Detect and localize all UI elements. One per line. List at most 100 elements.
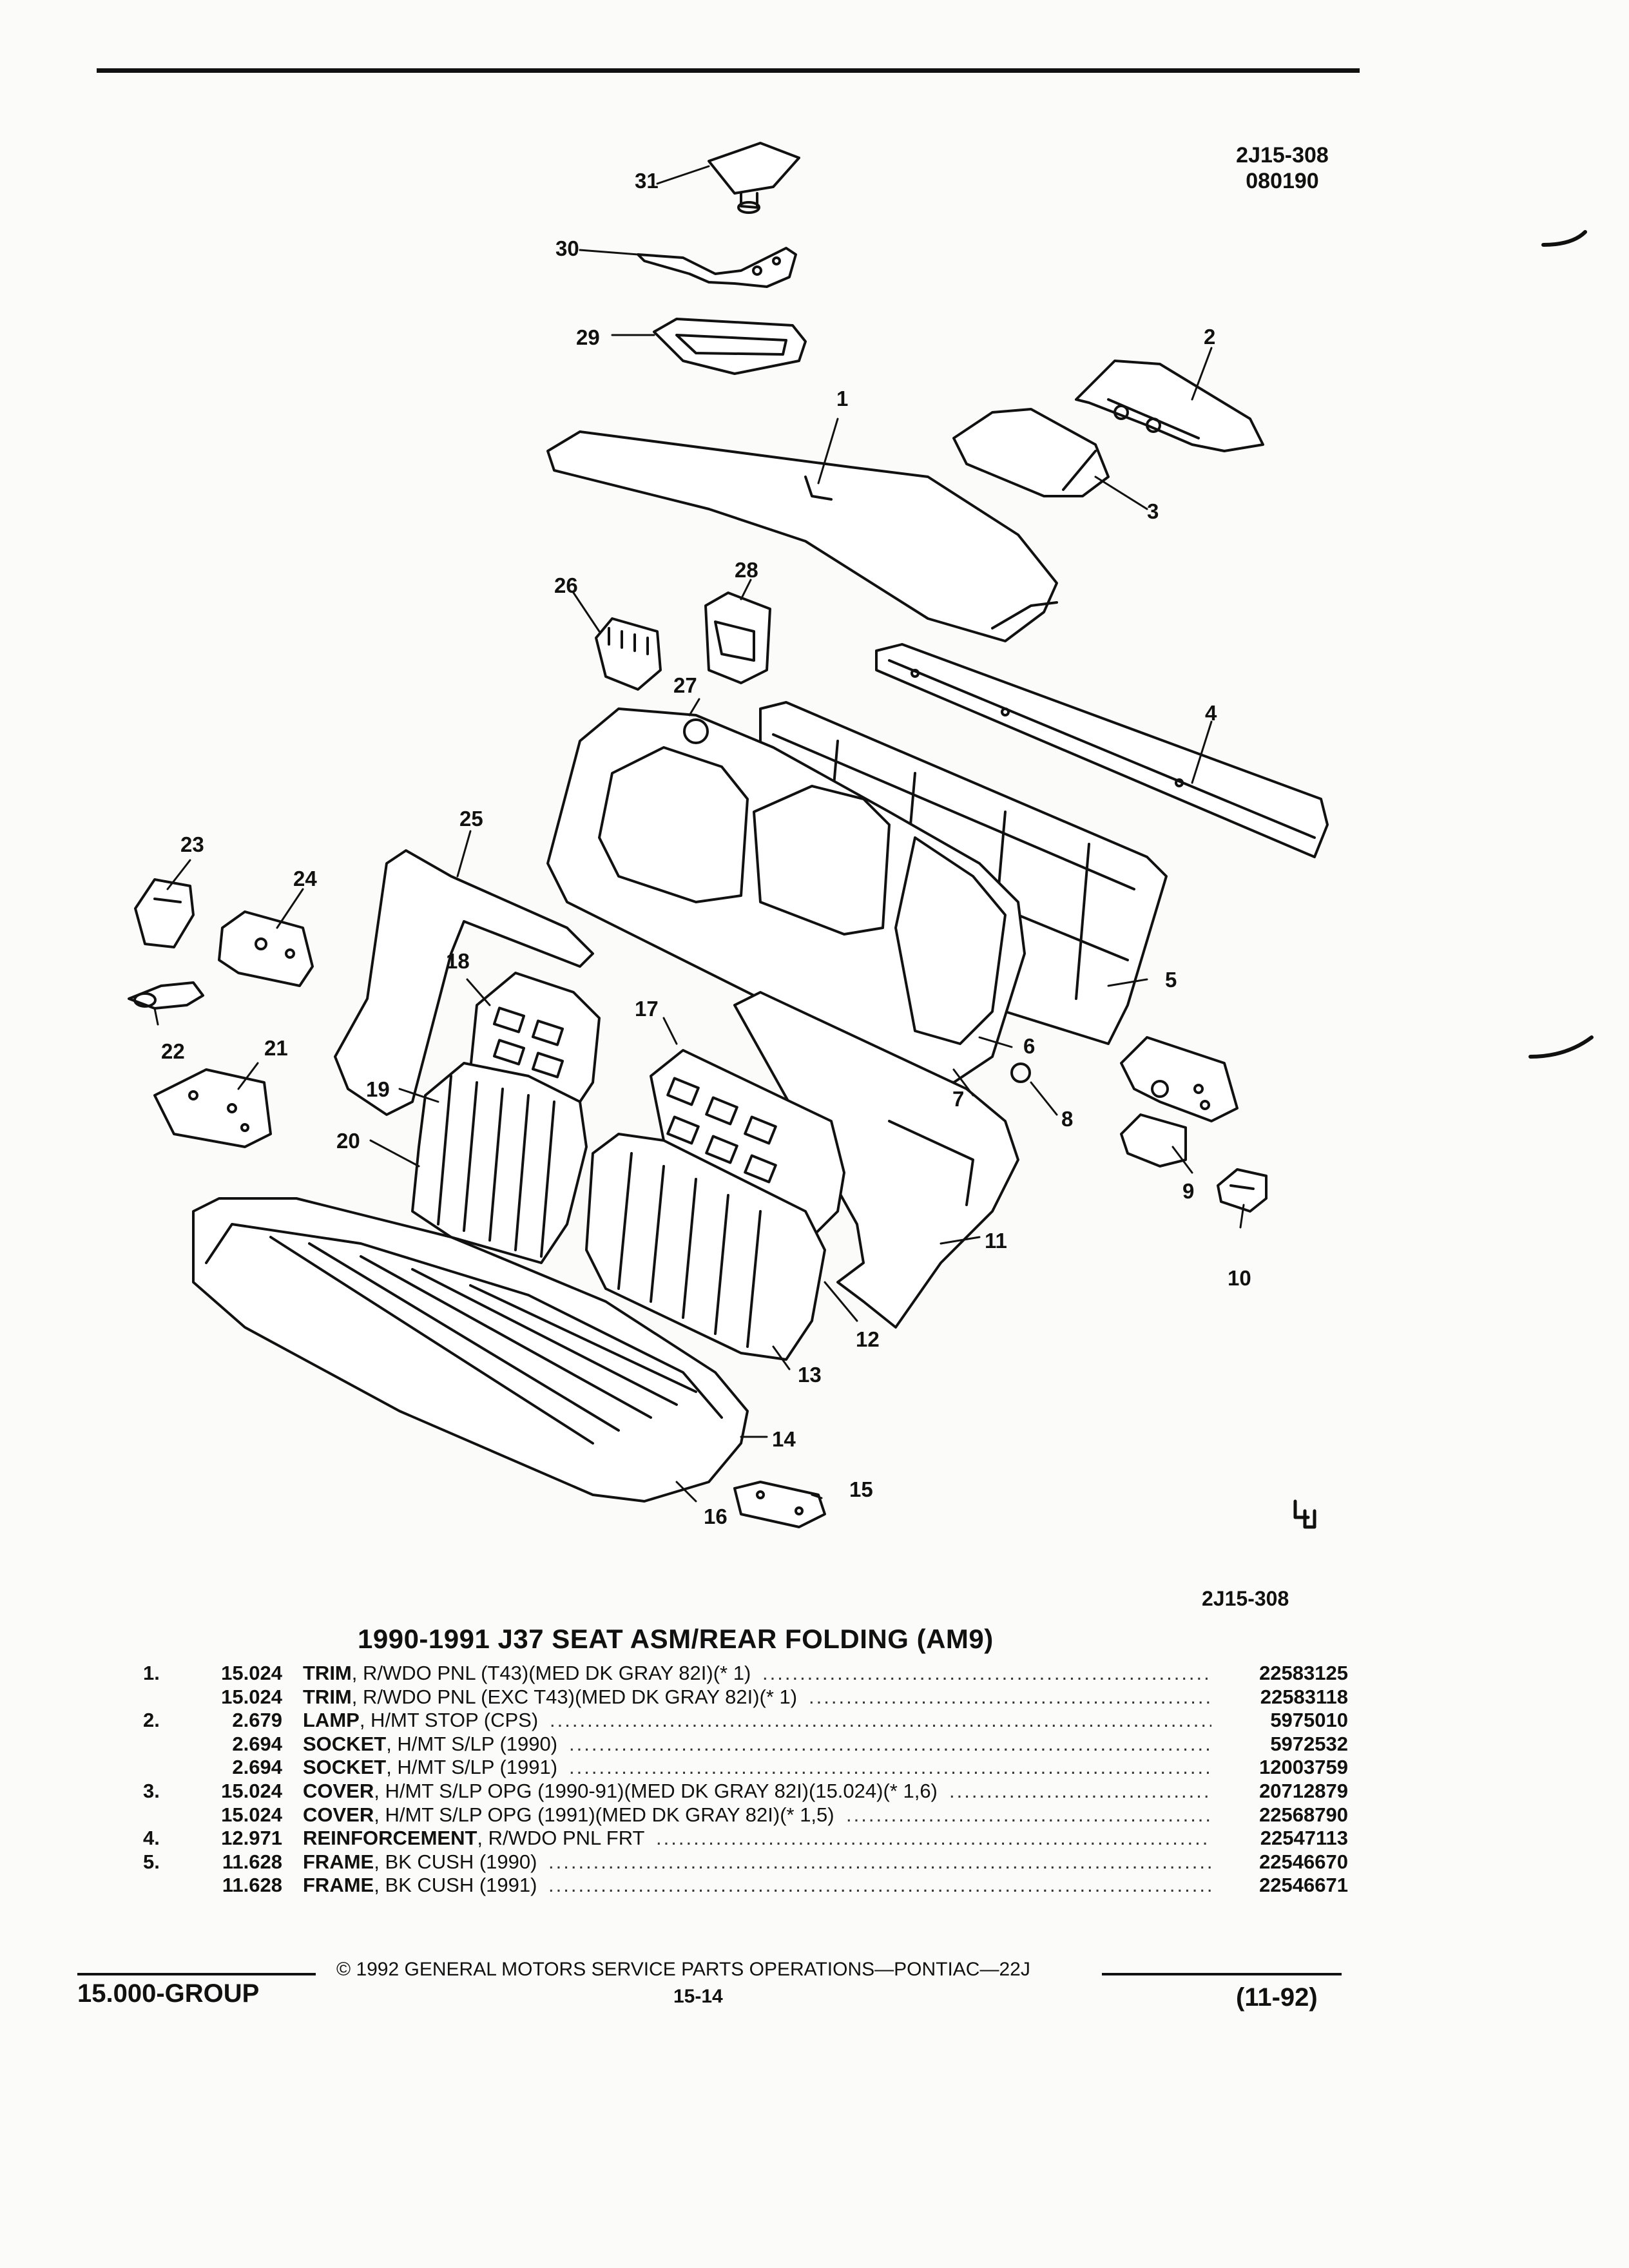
top-rule [97,68,1360,73]
callout-8: 8 [1061,1107,1074,1131]
callout-1: 1 [836,387,849,410]
group-number: 2.694 [232,1756,282,1779]
part-description: REINFORCEMENT, R/WDO PNL FRT [303,1826,644,1850]
item-number: 3. [143,1780,160,1802]
leader-dots: ........................................… [569,1756,1211,1779]
leader-dots: ........................................… [656,1827,1211,1850]
part-description: LAMP, H/MT STOP (CPS) [303,1708,538,1732]
part-name: COVER [303,1803,374,1826]
drawing-code: 2J15-308 [1236,143,1329,168]
part-description: TRIM, R/WDO PNL (EXC T43)(MED DK GRAY 82… [303,1685,797,1709]
callout-4: 4 [1205,701,1217,725]
part-description: SOCKET, H/MT S/LP (1991) [303,1755,557,1779]
part-description: COVER, H/MT S/LP OPG (1991)(MED DK GRAY … [303,1803,834,1827]
part-detail: , R/WDO PNL FRT [477,1827,645,1850]
part-number: 12003759 [1259,1756,1348,1779]
footer-page: 15-14 [673,1986,723,2007]
diagram-bottom-code: 2J15-308 [1202,1587,1289,1610]
leader-dots: ........................................… [846,1803,1211,1826]
seat-back-cushion [546,707,1026,1084]
part-number: 22546671 [1259,1874,1348,1897]
item-number: 1. [143,1662,160,1684]
part-number: 22583118 [1260,1685,1348,1708]
part-name: COVER [303,1780,374,1802]
footer-rule-left [77,1973,316,1975]
callout-29: 29 [576,325,600,349]
callout-2: 2 [1204,325,1216,349]
callout-13: 13 [798,1363,822,1387]
group-number: 12.971 [221,1827,282,1850]
leader-lines [153,165,1245,1503]
part-13-back-cushion-right [585,1133,826,1361]
part-number: 22546670 [1259,1850,1348,1873]
callout-22: 22 [161,1039,185,1063]
leader-dots: ........................................… [550,1709,1211,1732]
callout-12: 12 [856,1327,880,1351]
group-number: 2.694 [232,1732,282,1755]
part-number: 5975010 [1270,1709,1348,1732]
leader-dots: ........................................… [548,1874,1211,1897]
part-description: COVER, H/MT S/LP OPG (1990-91)(MED DK GR… [303,1779,938,1803]
part-name: LAMP [303,1709,360,1732]
part-number: 22583125 [1259,1662,1348,1684]
exploded-parts-diagram [128,142,1594,1529]
part-23-clip [134,878,195,948]
part-detail: , R/WDO PNL (T43)(MED DK GRAY 82I)(* 1) [351,1662,751,1684]
part-name: TRIM [303,1685,352,1708]
group-number: 15.024 [221,1803,282,1826]
callout-15: 15 [849,1477,873,1501]
callout-9: 9 [1182,1179,1195,1203]
callout-26: 26 [554,573,578,597]
callout-25: 25 [459,807,483,831]
part-30-bracket [637,247,797,288]
part-number: 20712879 [1259,1780,1348,1802]
part-description: FRAME, BK CUSH (1990) [303,1850,537,1874]
parts-list-row: 3. 15.024 COVER, H/MT S/LP OPG (1990-91)(M… [0,1779,1629,1803]
group-number: 15.024 [221,1780,282,1802]
part-name: FRAME [303,1850,374,1873]
part-detail: , H/MT S/LP (1991) [386,1756,558,1779]
part-number: 22547113 [1260,1827,1348,1850]
part-detail: , H/MT S/LP OPG (1991)(MED DK GRAY 82I)(… [374,1803,834,1826]
part-number: 5972532 [1270,1732,1348,1755]
leader-dots: ........................................… [569,1732,1211,1755]
parts-list-row: 15.024 COVER, H/MT S/LP OPG (1991)(MED DK… [0,1803,1629,1827]
part-description: SOCKET, H/MT S/LP (1990) [303,1732,557,1756]
part-detail: , BK CUSH (1991) [374,1874,537,1897]
footer-revision: (11-92) [1236,1983,1318,2012]
callout-24: 24 [293,867,317,890]
part-name: TRIM [303,1662,352,1684]
part-14-seat-cushion [192,1197,749,1503]
group-number: 15.024 [221,1662,282,1684]
drawing-date: 080190 [1246,169,1319,193]
part-15-bracket [733,1481,826,1528]
part-26-clip [595,617,662,691]
part-name: SOCKET [303,1756,387,1779]
leader-dots: ........................................… [809,1685,1211,1708]
callout-23: 23 [180,832,204,856]
part-9-hinge [1120,1036,1239,1168]
callout-16: 16 [704,1504,728,1528]
callout-18: 18 [446,949,470,973]
callout-19: 19 [366,1077,390,1101]
leader-dots: ........................................… [548,1850,1211,1873]
part-name: REINFORCEMENT [303,1827,477,1850]
parts-list-row: 2.694 SOCKET, H/MT S/LP (1990)...........… [0,1732,1629,1756]
part-3-cover [952,408,1110,497]
part-detail: , R/WDO PNL (EXC T43)(MED DK GRAY 82I)(*… [351,1685,798,1708]
group-number: 2.679 [232,1709,282,1732]
part-4-reinforcement [875,643,1329,858]
callout-28: 28 [735,558,758,582]
part-10-clip [1217,1168,1268,1213]
part-number: 22568790 [1259,1803,1348,1826]
footer-group: 15.000-GROUP [77,1979,260,2008]
callout-7: 7 [952,1087,965,1111]
section-title: 1990-1991 J37 SEAT ASM/REAR FOLDING (AM9… [358,1624,994,1654]
callout-10: 10 [1228,1266,1251,1290]
part-8-clip [1010,1062,1031,1083]
part-22-strap [128,981,204,1010]
